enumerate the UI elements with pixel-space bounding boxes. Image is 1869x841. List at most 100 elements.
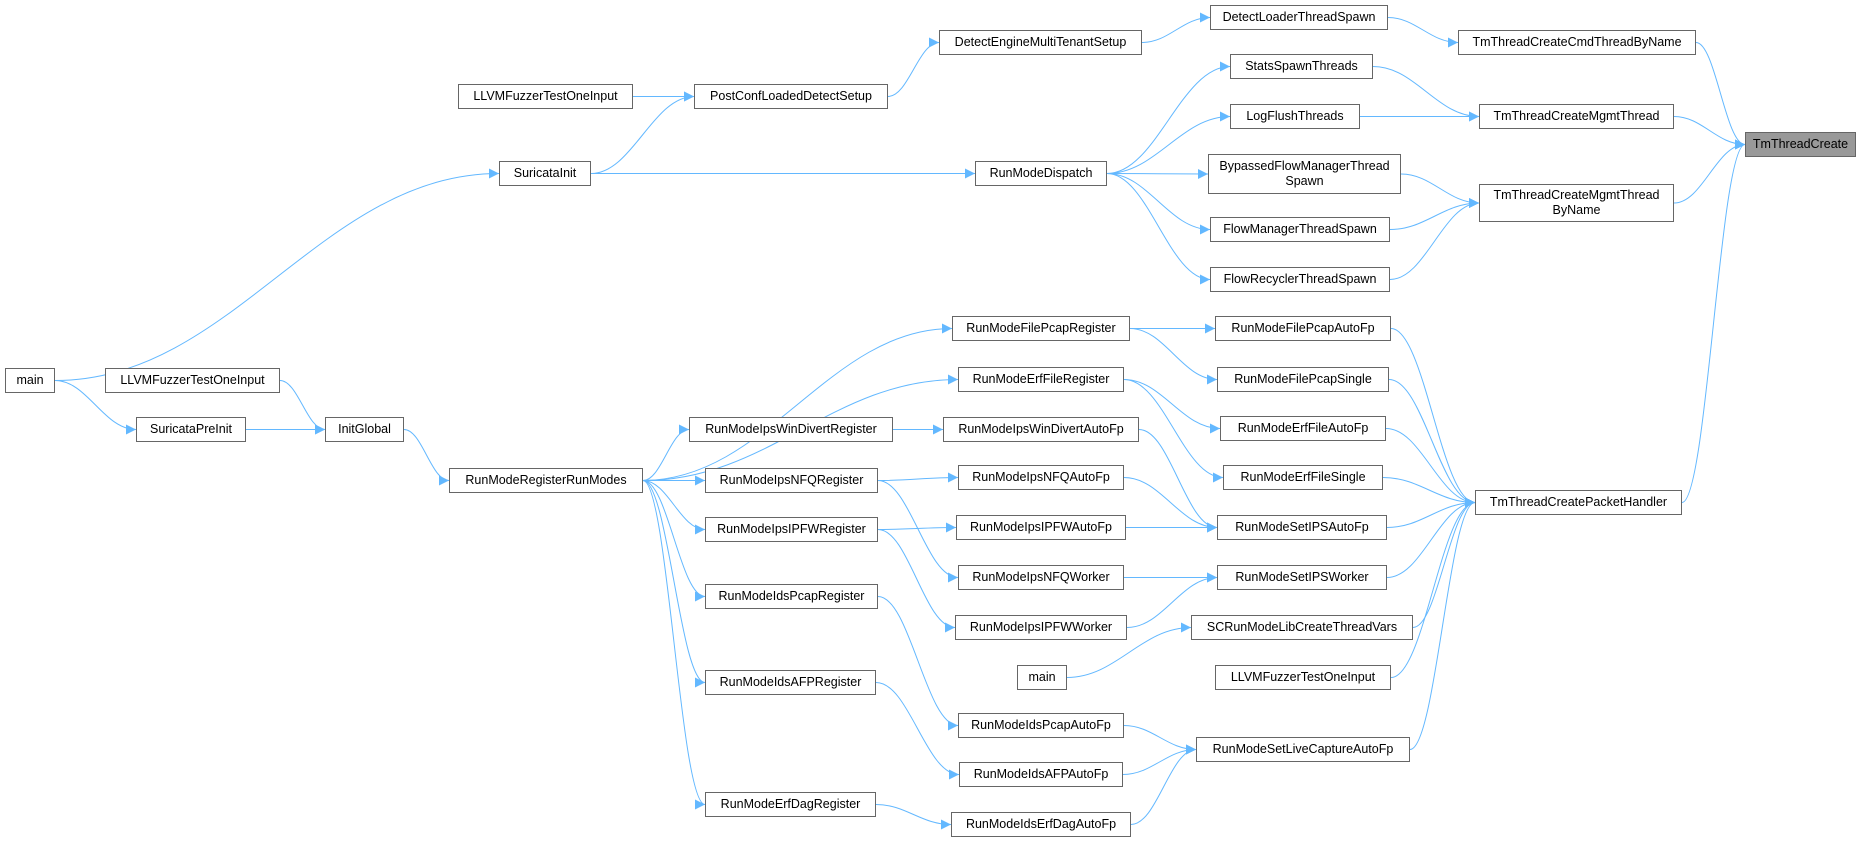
call-edge [642, 424, 690, 481]
node-run-mode-erf-file-register[interactable]: RunModeErfFileRegister [958, 367, 1124, 392]
call-edge [1382, 477, 1476, 508]
node-run-mode-ids-afp-register[interactable]: RunModeIdsAFPRegister [705, 670, 876, 695]
call-edge [1388, 379, 1476, 508]
call-edge [1106, 168, 1209, 179]
call-edge [1123, 379, 1224, 483]
call-edge [877, 480, 959, 583]
node-detect-engine-multi-tenant-setup[interactable]: DetectEngineMultiTenantSetup [939, 30, 1142, 55]
call-edge [642, 480, 706, 810]
node-tm-thread-create-mgmt-thread[interactable]: TmThreadCreateMgmtThread [1479, 104, 1674, 129]
node-run-mode-ids-erf-dag-auto-fp[interactable]: RunModeIdsErfDagAutoFp [951, 812, 1131, 837]
call-edge [1400, 173, 1480, 208]
node-run-mode-file-pcap-auto-fp[interactable]: RunModeFilePcapAutoFp [1215, 316, 1391, 341]
node-run-mode-ips-win-divert-register[interactable]: RunModeIpsWinDivertRegister [689, 417, 893, 442]
node-run-mode-ids-pcap-register[interactable]: RunModeIdsPcapRegister [705, 584, 878, 609]
node-flow-recycler-thread-spawn[interactable]: FlowRecyclerThreadSpawn [1210, 267, 1390, 292]
node-run-mode-file-pcap-register[interactable]: RunModeFilePcapRegister [952, 316, 1130, 341]
call-edge [1387, 17, 1459, 48]
call-edge [403, 429, 450, 486]
node-log-flush-threads[interactable]: LogFlushThreads [1230, 104, 1360, 129]
call-edge [875, 682, 960, 780]
call-edge [1372, 66, 1480, 122]
node-run-mode-set-live-capture-auto-fp[interactable]: RunModeSetLiveCaptureAutoFp [1196, 737, 1410, 762]
node-run-mode-ips-nfq-worker[interactable]: RunModeIpsNFQWorker [958, 565, 1124, 590]
call-edge [642, 480, 706, 688]
node-run-mode-erf-file-auto-fp[interactable]: RunModeErfFileAutoFp [1220, 416, 1386, 441]
call-edge [877, 529, 956, 633]
node-llvm-fuzzer-test-one-input[interactable]: LLVMFuzzerTestOneInput [458, 84, 633, 109]
node-suricata-init[interactable]: SuricataInit [499, 161, 591, 186]
call-edge [1385, 428, 1476, 508]
call-edge [1673, 139, 1746, 204]
call-edge [877, 472, 959, 483]
node-run-mode-ids-afp-auto-fp[interactable]: RunModeIdsAFPAutoFp [959, 762, 1123, 787]
node-run-mode-ips-win-divert-auto-fp[interactable]: RunModeIpsWinDivertAutoFp [943, 417, 1139, 442]
node-tm-thread-create-cmd-thread-by-name[interactable]: TmThreadCreateCmdThreadByName [1458, 30, 1696, 55]
node-run-mode-register-run-modes[interactable]: RunModeRegisterRunModes [449, 468, 643, 493]
call-edge [1066, 622, 1192, 678]
call-edge [54, 380, 137, 435]
call-edge [642, 480, 706, 602]
call-edge [1122, 744, 1197, 775]
call-edge [642, 480, 706, 535]
call-edge [1106, 111, 1231, 174]
node-run-mode-ips-ipfw-register[interactable]: RunModeIpsIPFWRegister [705, 517, 878, 542]
node-tm-thread-create-mgmt-thread-by-name[interactable]: TmThreadCreateMgmtThread ByName [1479, 184, 1674, 222]
call-edge [1106, 173, 1211, 285]
call-edge [1389, 198, 1480, 230]
node-run-mode-erf-file-single[interactable]: RunModeErfFileSingle [1223, 465, 1383, 490]
call-edge [1386, 497, 1476, 578]
call-edge [1106, 173, 1211, 235]
call-edge [887, 37, 940, 97]
call-edge [1106, 61, 1231, 174]
node-run-mode-ips-ipfw-worker[interactable]: RunModeIpsIPFWWorker [955, 615, 1127, 640]
node-bypassed-flow-manager-thread-spawn[interactable]: BypassedFlowManagerThread Spawn [1208, 154, 1401, 194]
call-edge [1412, 497, 1476, 628]
call-edge [1141, 12, 1211, 43]
node-flow-manager-thread-spawn[interactable]: FlowManagerThreadSpawn [1210, 217, 1390, 242]
node-run-mode-erf-dag-register[interactable]: RunModeErfDagRegister [705, 792, 876, 817]
call-edge [1389, 198, 1480, 280]
node-sc-run-mode-lib-create-thread-vars[interactable]: SCRunModeLibCreateThreadVars [1191, 615, 1413, 640]
call-edge [1673, 116, 1746, 150]
node-suricata-pre-init[interactable]: SuricataPreInit [136, 417, 246, 442]
node-tm-thread-create[interactable]: TmThreadCreate [1745, 132, 1856, 157]
call-edge [1390, 497, 1476, 678]
node-run-mode-set-ips-worker[interactable]: RunModeSetIPSWorker [1217, 565, 1387, 590]
node-run-mode-file-pcap-single[interactable]: RunModeFilePcapSingle [1217, 367, 1389, 392]
node-run-mode-ids-pcap-auto-fp[interactable]: RunModeIdsPcapAutoFp [958, 713, 1124, 738]
node-tm-thread-create-packet-handler[interactable]: TmThreadCreatePacketHandler [1475, 490, 1682, 515]
call-edge [877, 596, 959, 731]
call-edge [1129, 328, 1218, 385]
node-run-mode-set-ips-auto-fp[interactable]: RunModeSetIPSAutoFp [1217, 515, 1387, 540]
node-init-global[interactable]: InitGlobal [325, 417, 404, 442]
call-edge [642, 323, 953, 481]
call-edge [1123, 477, 1218, 533]
call-edge [1386, 497, 1476, 528]
call-edge [1126, 572, 1218, 628]
call-edge [279, 380, 326, 435]
call-edge [875, 804, 952, 830]
node-detect-loader-thread-spawn[interactable]: DetectLoaderThreadSpawn [1210, 5, 1388, 30]
node-llvm-fuzzer-test-one-input[interactable]: LLVMFuzzerTestOneInput [1215, 665, 1391, 690]
node-run-mode-ips-nfq-register[interactable]: RunModeIpsNFQRegister [705, 468, 878, 493]
node-stats-spawn-threads[interactable]: StatsSpawnThreads [1230, 54, 1373, 79]
call-edge [1409, 497, 1476, 750]
call-edge [1123, 379, 1221, 434]
call-edge [1681, 139, 1746, 503]
call-edge [1130, 744, 1197, 825]
call-edge [1695, 42, 1746, 150]
call-edge [877, 522, 957, 533]
node-run-mode-ips-ipfw-auto-fp[interactable]: RunModeIpsIPFWAutoFp [956, 515, 1126, 540]
node-llvm-fuzzer-test-one-input[interactable]: LLVMFuzzerTestOneInput [105, 368, 280, 393]
node-run-mode-dispatch[interactable]: RunModeDispatch [975, 161, 1107, 186]
node-run-mode-ips-nfq-auto-fp[interactable]: RunModeIpsNFQAutoFp [958, 465, 1124, 490]
node-main[interactable]: main [1017, 665, 1067, 690]
call-edge [1138, 429, 1218, 533]
node-main[interactable]: main [5, 368, 55, 393]
call-edge [54, 168, 500, 381]
call-edge [590, 91, 695, 174]
node-post-conf-loaded-detect-setup[interactable]: PostConfLoadedDetectSetup [694, 84, 888, 109]
